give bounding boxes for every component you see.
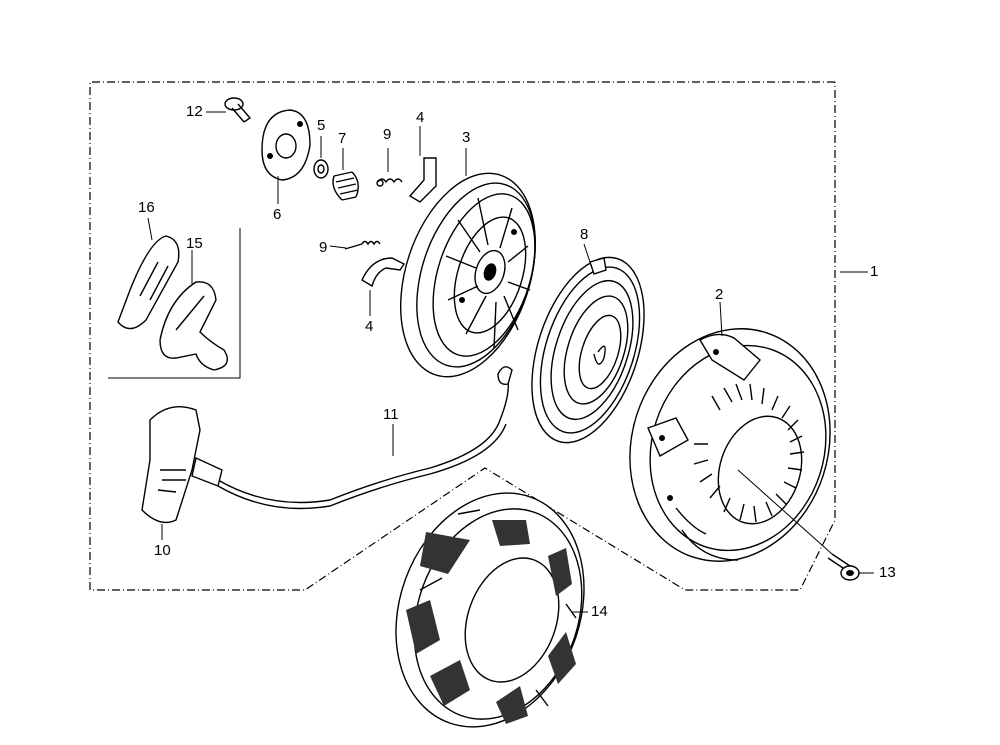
part-4-ratchet-upper xyxy=(408,157,437,203)
callout-8: 8 xyxy=(580,226,589,243)
part-13-flange-bolt xyxy=(827,553,860,581)
inset-box-line xyxy=(108,228,241,379)
callout-2: 2 xyxy=(715,286,724,303)
callout-12: 12 xyxy=(186,103,203,120)
callout-15: 15 xyxy=(186,235,203,252)
part-11-starter-rope xyxy=(217,366,513,510)
part-9-spring-upper xyxy=(376,178,403,187)
part-7-spring xyxy=(332,171,359,201)
part-9-spring-lower xyxy=(344,240,381,250)
assembly-boundary-line xyxy=(89,81,836,591)
callout-3: 3 xyxy=(462,129,471,146)
part-5-nut xyxy=(313,159,329,179)
callout-14: 14 xyxy=(591,603,608,620)
callout-9-upper: 9 xyxy=(383,126,392,143)
callout-7: 7 xyxy=(338,130,347,147)
callout-10: 10 xyxy=(154,542,171,559)
callout-4-lower: 4 xyxy=(365,318,374,335)
callout-16: 16 xyxy=(138,199,155,216)
part-2-starter-case xyxy=(629,328,831,562)
part-3-reel xyxy=(399,172,537,378)
part-4-ratchet-lower xyxy=(361,257,406,288)
part-8-recoil-spring xyxy=(531,256,645,444)
part-14-outer-cover xyxy=(395,492,585,728)
leader-lines xyxy=(147,111,874,613)
part-15-grip-insert xyxy=(159,281,228,371)
part-10-starter-grip xyxy=(141,406,223,524)
callout-9-lower: 9 xyxy=(319,239,328,256)
callout-5: 5 xyxy=(317,117,326,134)
part-16-grip-cover xyxy=(117,235,180,330)
callout-11: 11 xyxy=(383,406,399,423)
callout-6: 6 xyxy=(273,206,282,223)
callout-1: 1 xyxy=(870,263,879,280)
part-12-screw xyxy=(224,97,252,123)
callout-4-upper: 4 xyxy=(416,109,425,126)
callout-13: 13 xyxy=(879,564,896,581)
part-6-friction-plate xyxy=(261,109,311,181)
